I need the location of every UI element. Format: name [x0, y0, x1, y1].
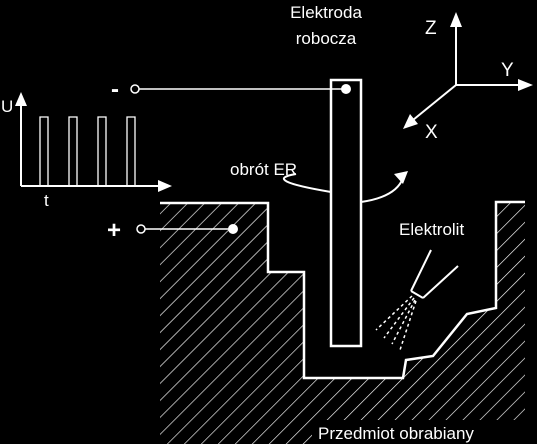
electrode: Elektroda robocza: [290, 3, 362, 348]
electrode-label-line1: Elektroda: [290, 3, 362, 22]
z-arrowhead: [450, 12, 462, 27]
positive-terminal: +: [107, 217, 238, 244]
signal-x-label: t: [44, 191, 49, 210]
coordinate-axes: Z Y X: [403, 12, 533, 143]
electrolyte-nozzle: Elektrolit: [375, 220, 464, 351]
axis-y-label: Y: [501, 60, 514, 81]
workpiece-outline: [160, 200, 525, 380]
signal-x-arrowhead: [158, 180, 172, 192]
negative-terminal: -: [111, 76, 351, 103]
electrode-label-line2: robocza: [296, 29, 357, 48]
rotation-label: obrót ER: [230, 160, 297, 179]
workpiece-label: Przedmiot obrabiany: [318, 424, 474, 443]
positive-sign: +: [107, 217, 121, 244]
signal-y-label: U: [1, 97, 13, 116]
rotation-arrowhead: [394, 171, 408, 184]
electrolyte-spray: [375, 295, 417, 351]
negative-sign: -: [111, 76, 119, 103]
signal-y-arrowhead: [15, 92, 27, 106]
workpiece-contact: [228, 224, 238, 234]
x-arrowhead: [403, 114, 418, 129]
workpiece-label-background: [312, 420, 537, 444]
axis-z-label: Z: [425, 18, 437, 39]
rotation-indicator: obrót ER: [230, 160, 408, 203]
pulse-graph: U t: [1, 92, 172, 210]
y-arrowhead: [518, 79, 533, 91]
axis-x-label: X: [425, 122, 438, 143]
pulse-waveform: [39, 116, 136, 187]
electrolyte-label: Elektrolit: [399, 220, 464, 239]
electrode-contact: [341, 84, 351, 94]
